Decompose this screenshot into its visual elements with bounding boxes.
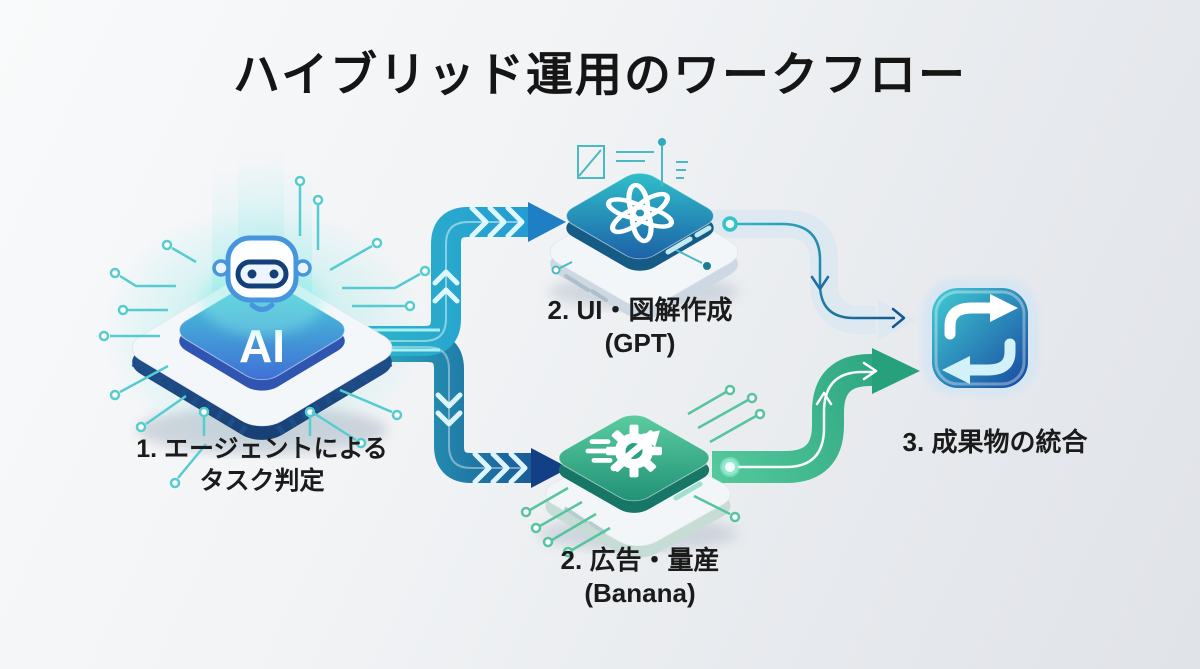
integration-label: 3. 成果物の統合 [852, 426, 1138, 459]
robot-icon [200, 235, 324, 336]
speed-gear-icon [585, 424, 662, 478]
banana-label: 2. 広告・量産 (Banana) [508, 544, 772, 611]
gpt-label: 2. UI・図解作成 (GPT) [508, 294, 772, 361]
gpt-tile-icon [549, 172, 739, 319]
banana-connector-line [731, 361, 878, 469]
agent-label: 1. エージェントによる タスク判定 [100, 433, 424, 497]
page-title: ハイブリッド運用のワークフロー [232, 48, 968, 101]
gpt-connector [700, 210, 916, 340]
banana-connector [712, 348, 920, 483]
banana-tile-icon [538, 414, 738, 558]
gpt-circuit-decor [551, 138, 711, 275]
gpt-label-line2: (GPT) [604, 328, 676, 359]
chip-circuit-traces [98, 175, 431, 489]
agent-label-line2: タスク判定 [199, 467, 325, 495]
gpt-label-line1: 2. UI・図解作成 [547, 295, 733, 325]
integration-label-line1: 3. 成果物の統合 [902, 427, 1088, 457]
openai-logo-icon [605, 182, 675, 244]
banana-label-line1: 2. 広告・量産 [560, 545, 720, 575]
banana-circuit-decor [520, 384, 766, 558]
banana-label-line2: (Banana) [584, 578, 696, 609]
agent-label-line1: 1. エージェントによる [136, 435, 388, 463]
split-arrow-chevrons [432, 205, 528, 485]
gpt-connector-line [734, 222, 906, 329]
sync-arrows-icon [942, 294, 1018, 384]
sync-app-icon [922, 278, 1038, 396]
